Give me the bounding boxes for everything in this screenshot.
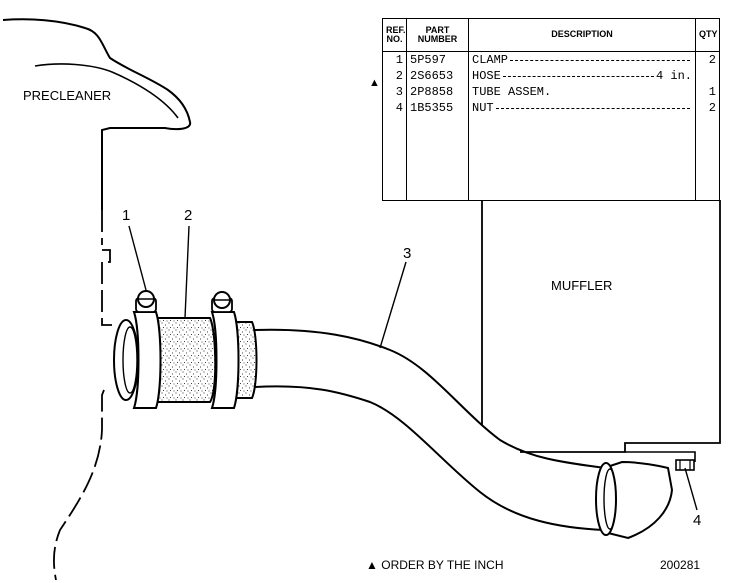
tube-upper-edge xyxy=(254,328,606,469)
row-qty: 1 xyxy=(695,84,720,100)
leader-2 xyxy=(184,225,190,319)
clamp-left xyxy=(132,290,162,409)
parts-table-header: REF. NO. PART NUMBER DESCRIPTION QTY xyxy=(382,18,720,52)
elbow-flange-inner xyxy=(603,468,617,530)
header-description: DESCRIPTION xyxy=(468,18,696,52)
row-ref: 4 xyxy=(382,100,407,116)
table-row: 1 5P597 CLAMP 2 xyxy=(382,51,720,68)
row-ref: 3 xyxy=(382,84,407,100)
muffler-label: MUFFLER xyxy=(551,278,613,293)
precleaner-label: PRECLEANER xyxy=(23,88,112,103)
row-note: 4 in. xyxy=(655,69,692,83)
precleaner-dome xyxy=(34,63,179,119)
leader-4 xyxy=(684,467,698,511)
row-ref: 2 xyxy=(382,68,407,84)
header-part-number: PART NUMBER xyxy=(406,18,469,52)
row-qty: 2 xyxy=(695,100,720,116)
row-part-number: 5P597 xyxy=(406,51,469,68)
header-qty: QTY xyxy=(695,18,720,52)
callout-3: 3 xyxy=(403,245,412,262)
footer-note: ▲ ORDER BY THE INCH xyxy=(366,558,503,572)
parts-table: REF. NO. PART NUMBER DESCRIPTION QTY 1 5… xyxy=(382,18,720,201)
body-left-edge xyxy=(53,210,112,581)
footer-note-text: ORDER BY THE INCH xyxy=(381,558,504,572)
footer-symbol: ▲ xyxy=(366,558,378,572)
tube-lower-edge xyxy=(254,385,605,531)
row-qty: 2 xyxy=(695,51,720,68)
row-description: HOSE xyxy=(472,69,501,83)
order-by-inch-marker: ▲ xyxy=(369,77,380,89)
header-ref-no: REF. NO. xyxy=(382,18,407,52)
muffler-outlet-step xyxy=(625,451,696,462)
clamp-right xyxy=(210,291,240,409)
row-qty xyxy=(695,68,720,84)
leader-1 xyxy=(128,225,147,291)
drawing-number: 200281 xyxy=(660,558,701,572)
callout-1: 1 xyxy=(122,207,131,224)
tube-elbow xyxy=(603,460,674,540)
row-description: TUBE ASSEM. xyxy=(472,85,552,99)
row-description: NUT xyxy=(472,101,494,115)
table-row: 2 2S6653 HOSE 4 in. xyxy=(382,68,720,84)
table-row: 3 2P8858 TUBE ASSEM. 1 xyxy=(382,84,720,100)
muffler-outline xyxy=(481,200,721,453)
callout-2: 2 xyxy=(184,207,193,224)
row-description: CLAMP xyxy=(472,53,509,67)
row-part-number: 2S6653 xyxy=(406,68,469,84)
tube-inlet-ring-inner xyxy=(122,326,138,394)
table-row: 4 1B5355 NUT 2 xyxy=(382,100,720,116)
row-part-number: 1B5355 xyxy=(406,100,469,116)
precleaner-outline xyxy=(2,18,192,210)
callout-4: 4 xyxy=(693,512,702,529)
row-part-number: 2P8858 xyxy=(406,84,469,100)
row-ref: 1 xyxy=(382,51,407,68)
leader-3 xyxy=(379,261,407,349)
